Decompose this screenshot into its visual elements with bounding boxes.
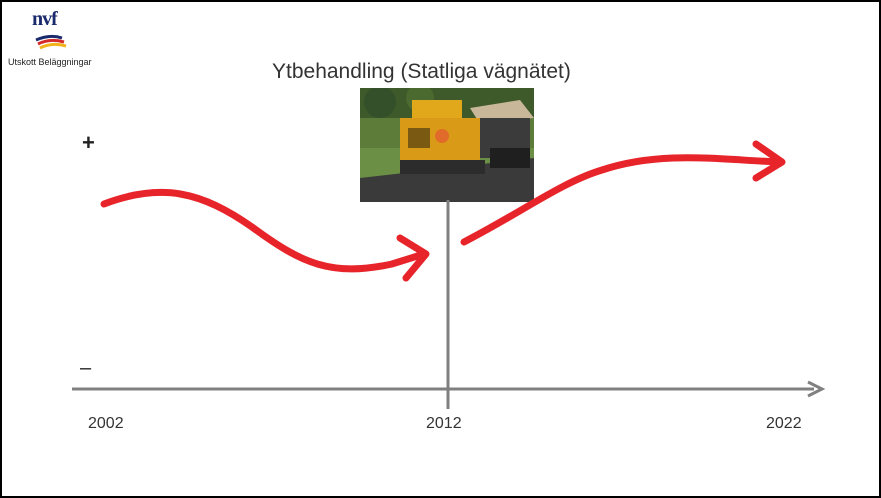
committee-label: Utskott Beläggningar [8, 57, 92, 67]
timeline-axis-arrowhead [807, 380, 826, 398]
trend-arrow-2012-2022 [460, 154, 784, 246]
year-label-2012: 2012 [426, 415, 462, 432]
trend-arrowhead-2022 [752, 140, 786, 182]
road-machine-photo [360, 88, 534, 202]
year-label-2002: 2002 [88, 415, 124, 432]
slide-title: Ytbehandling (Statliga vägnätet) [272, 60, 571, 83]
plus-label: + [82, 130, 95, 155]
nvf-logo-icon [35, 34, 67, 50]
trend-arrow-2002-2012 [100, 188, 428, 273]
trend-arrowhead-2012 [396, 234, 430, 282]
logo-text: nvf [32, 8, 58, 30]
year-label-2022: 2022 [766, 415, 802, 432]
minus-label: – [80, 357, 92, 379]
